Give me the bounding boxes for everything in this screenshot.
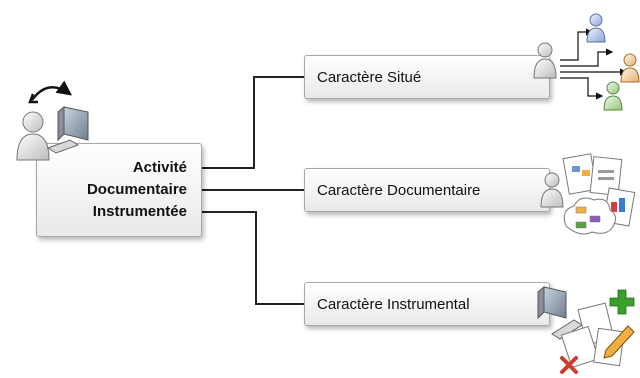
person-icon (533, 42, 557, 79)
main-line-documentaire: Documentaire (86, 181, 187, 198)
branch-label-situe: Caractère Situé (317, 69, 422, 86)
connector-instrumental (202, 211, 304, 305)
branch-box-instrumental: Caractère Instrumental (304, 282, 550, 326)
add-icon (609, 289, 635, 315)
computer-icon (537, 285, 583, 340)
person-icon (16, 111, 50, 161)
branch-box-documentaire: Caractère Documentaire (304, 168, 550, 212)
branch-label-instrumental: Caractère Instrumental (317, 296, 470, 313)
computer-icon (46, 105, 89, 154)
network-people-icon (560, 13, 640, 111)
person-icon (540, 172, 564, 208)
diagram-cloud-icon (563, 197, 616, 235)
main-activity-box: Activité Documentaire Instrumentée (36, 143, 202, 237)
main-line-instrumentee: Instrumentée (92, 203, 187, 220)
cycle-arrows-icon (28, 80, 73, 104)
connector-situe (202, 76, 304, 169)
main-activity-title: Activité Documentaire Instrumentée (87, 157, 187, 223)
remove-icon (560, 356, 578, 374)
branch-box-situe: Caractère Situé (304, 55, 550, 99)
branch-label-documentaire: Caractère Documentaire (317, 182, 481, 199)
pencil-icon (603, 325, 635, 359)
main-line-activite: Activité (132, 159, 187, 176)
documents-edit-icon (560, 302, 625, 369)
